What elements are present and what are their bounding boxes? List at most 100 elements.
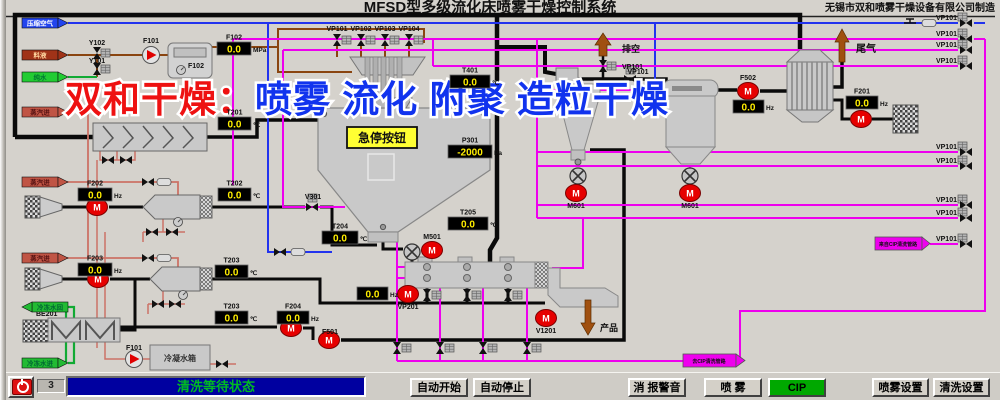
gauge-3 bbox=[178, 290, 188, 300]
valve-bed-leg0[interactable] bbox=[423, 289, 431, 301]
valve-trap1b[interactable] bbox=[120, 156, 132, 164]
valve-trap3b[interactable] bbox=[169, 300, 181, 308]
cip-arrow-in: 来自CIP清洗管路 bbox=[874, 236, 931, 251]
steam3-capsule bbox=[156, 254, 172, 262]
label-v301: V301 bbox=[305, 194, 321, 201]
svg-text:纯水: 纯水 bbox=[34, 73, 48, 82]
svg-text:蒸汽进: 蒸汽进 bbox=[30, 178, 50, 187]
display-t204-box bbox=[321, 230, 359, 245]
valve-y102-actuator bbox=[100, 48, 111, 58]
display-f202-label: F202 bbox=[87, 181, 103, 188]
display-f203-unit: Hz bbox=[114, 268, 123, 275]
display-f502-box bbox=[732, 99, 765, 114]
valve-tank-drain[interactable] bbox=[216, 360, 228, 368]
label-y101: Y101 bbox=[89, 58, 105, 65]
air-heater-3 bbox=[149, 266, 213, 292]
label-m601a: M601 bbox=[567, 203, 585, 210]
cip-b3-actuator bbox=[531, 343, 542, 353]
estop-button[interactable]: 急停按钮 bbox=[346, 126, 418, 149]
labels: Y102 Y101 F101 V301 M501 VP201 M601 M601… bbox=[36, 38, 876, 352]
label-vp101-r4: VP101 bbox=[936, 144, 957, 151]
pump-m501[interactable] bbox=[421, 241, 443, 259]
auto-stop-button[interactable]: 自动停止 bbox=[473, 378, 531, 397]
pump-m601b[interactable] bbox=[679, 184, 701, 202]
pump-f201[interactable] bbox=[850, 110, 872, 128]
pump-m601a[interactable] bbox=[565, 184, 587, 202]
vp101-r5-actuator bbox=[957, 155, 968, 165]
valve-cip-b0[interactable] bbox=[393, 342, 401, 354]
label-vp101-r1: VP101 bbox=[936, 31, 957, 38]
valve-trap3a[interactable] bbox=[152, 300, 164, 308]
tank-label: 冷凝水箱 bbox=[164, 353, 196, 363]
pump-f502[interactable] bbox=[737, 82, 759, 100]
display-t201-unit: ℃ bbox=[253, 121, 261, 129]
input-chill-supply: 冷冻水进 bbox=[21, 357, 69, 369]
vp101-r7-actuator bbox=[957, 207, 968, 217]
display-f203-label: F203 bbox=[87, 256, 103, 263]
valve-cip-b2[interactable] bbox=[479, 342, 487, 354]
vp101-r4-actuator bbox=[957, 141, 968, 151]
window-title: MFSD型多级流化床喷雾干燥控制系统 bbox=[364, 0, 617, 16]
display-t204-unit: ℃ bbox=[360, 235, 368, 243]
cip-button[interactable]: CIP bbox=[768, 378, 826, 397]
clean-settings-button[interactable]: 清洗设置 bbox=[933, 378, 990, 397]
dehumidifier-be201 bbox=[22, 317, 121, 343]
pump-f101b[interactable] bbox=[125, 350, 143, 368]
input-feed: 料液 bbox=[21, 49, 69, 61]
vp102-actuator bbox=[365, 35, 376, 45]
pump-vp201[interactable] bbox=[397, 285, 419, 303]
cyclone bbox=[555, 67, 601, 166]
mute-alarm-button[interactable]: 消 报警音 bbox=[628, 378, 686, 397]
auto-start-button[interactable]: 自动开始 bbox=[410, 378, 468, 397]
heat-exchanger bbox=[785, 49, 835, 123]
pipes bbox=[12, 12, 986, 365]
display-vp201-unit: Hz bbox=[390, 292, 399, 299]
company-name: 无锡市双和喷雾干燥设备有限公司制造 bbox=[824, 1, 996, 14]
valve-trap2a[interactable] bbox=[146, 228, 158, 236]
label-tailgas: 尾气 bbox=[856, 42, 876, 55]
vp101-r0-actuator bbox=[957, 12, 968, 22]
label-vp101: VP101 bbox=[326, 26, 347, 33]
valve-cip-b1[interactable] bbox=[436, 342, 444, 354]
valve-cyclone-outlet[interactable] bbox=[569, 167, 587, 185]
label-f101: F101 bbox=[143, 38, 159, 45]
valve-trap1a[interactable] bbox=[102, 156, 114, 164]
display-t204-value: 0.0 bbox=[333, 234, 347, 245]
power-button[interactable] bbox=[8, 376, 34, 398]
spray-settings-button[interactable]: 喷雾设置 bbox=[872, 378, 929, 397]
steam2-capsule bbox=[156, 178, 172, 186]
valve-tower-outlet[interactable] bbox=[403, 243, 421, 261]
display-t205-label: T205 bbox=[460, 210, 476, 217]
label-vp101-vent: VP101 bbox=[622, 64, 643, 71]
label-f501: F501 bbox=[322, 329, 338, 336]
valve-vessel-outlet[interactable] bbox=[681, 167, 699, 185]
label-vp102: VP102 bbox=[350, 26, 371, 33]
label-vp101-r2: VP101 bbox=[936, 42, 957, 49]
bag-filter-vessel bbox=[662, 79, 719, 165]
svg-text:冷冻水回: 冷冻水回 bbox=[37, 303, 64, 312]
display-p301-value: -2000 bbox=[457, 148, 483, 159]
pump-f101[interactable] bbox=[142, 46, 160, 64]
valve-steam2[interactable] bbox=[142, 178, 154, 186]
valve-steam3[interactable] bbox=[142, 254, 154, 262]
valve-cip-b3[interactable] bbox=[523, 342, 531, 354]
display-t202-value: 0.0 bbox=[228, 191, 242, 202]
display-t201-box bbox=[217, 116, 252, 131]
valve-bed-leg2[interactable] bbox=[504, 289, 512, 301]
valve-v301[interactable] bbox=[306, 203, 318, 211]
valve-trap2b[interactable] bbox=[166, 228, 178, 236]
valve-bed-leg1[interactable] bbox=[463, 289, 471, 301]
exhaust-filter bbox=[892, 104, 919, 134]
pump-v1201[interactable] bbox=[535, 309, 557, 327]
spray-button[interactable]: 喷 雾 bbox=[704, 378, 762, 397]
valve-vp101-vent-actuator bbox=[606, 61, 617, 71]
valve-blue-1[interactable] bbox=[274, 248, 286, 256]
valve-air-main[interactable] bbox=[903, 18, 917, 24]
